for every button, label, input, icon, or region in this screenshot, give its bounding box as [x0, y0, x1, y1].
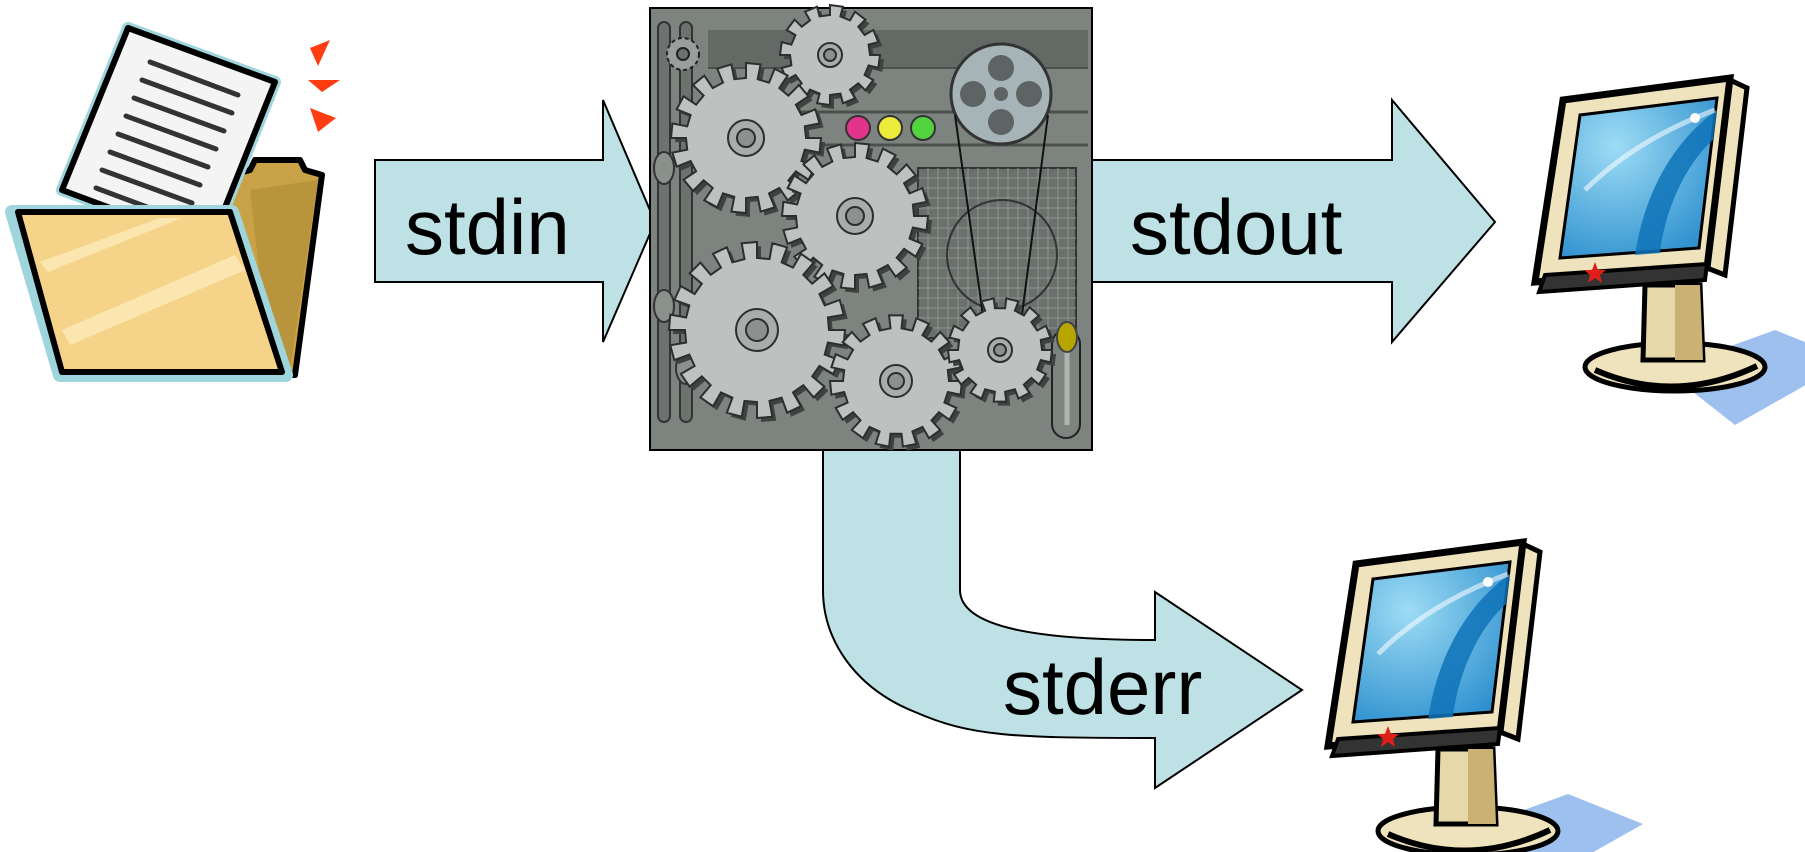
stdout-arrow [1091, 97, 1497, 345]
stdin-label: stdin [405, 183, 570, 271]
stderr-arrow [822, 447, 1304, 790]
computer-monitor-icon-stderr [1328, 542, 1643, 852]
gear-icon-center-axle [845, 206, 865, 226]
machine-gears-icon [649, 3, 1093, 451]
gear-icon-small-right-axle [993, 343, 1007, 357]
stdin-arrow [374, 99, 657, 343]
gear-icon-top-axle [823, 48, 837, 62]
computer-monitor-icon [1535, 78, 1805, 425]
stdout-label: stdout [1130, 183, 1343, 271]
stderr-label: stderr [1003, 643, 1202, 731]
document-folder-icon [5, 22, 340, 382]
gear-icon-bottom-axle [887, 372, 905, 390]
gear-icon-left-lower-axle [745, 318, 769, 342]
gear-icon-left-upper-axle [736, 128, 756, 148]
